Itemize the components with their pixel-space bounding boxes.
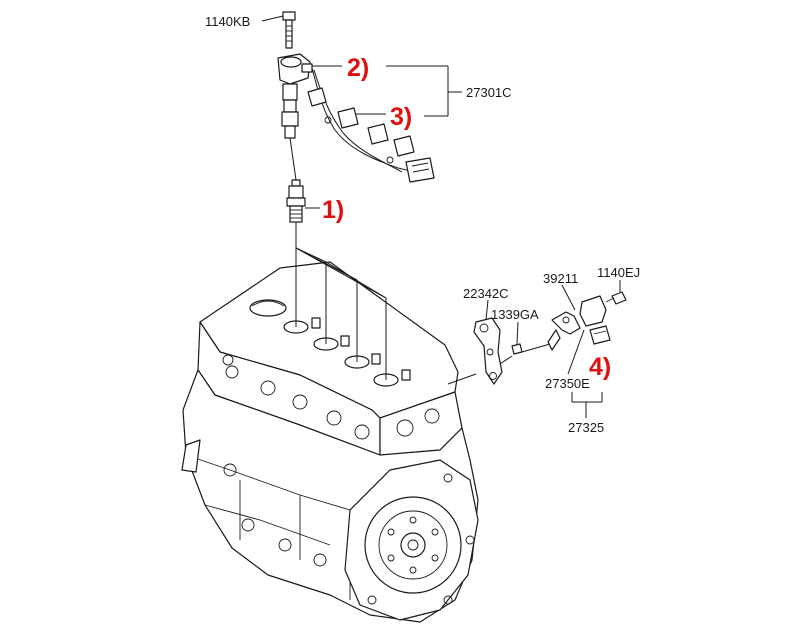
- label-leaders: [261, 15, 621, 418]
- part-number-labels: 1140KB 27301C 22342C 1339GA 39211 1140EJ…: [205, 14, 640, 435]
- part-label-nut: 1339GA: [491, 307, 539, 322]
- callout-ignition-coil: 2): [347, 54, 369, 82]
- sensor-assembly-drawing: [447, 291, 627, 385]
- callout-sensor-connector: 4): [589, 353, 611, 381]
- part-label-sensor: 27350E: [545, 376, 590, 391]
- part-label-bolt-top: 1140KB: [205, 14, 250, 29]
- plug-leader-lines: [295, 232, 387, 380]
- ignition-coil-drawing: [277, 11, 313, 181]
- part-label-bracket-left: 22342C: [463, 286, 509, 301]
- part-label-coil-assembly: 27301C: [466, 85, 512, 100]
- callouts: 2) 3) 1) 4): [322, 54, 611, 381]
- part-label-bolt-right: 1140EJ: [597, 265, 640, 280]
- part-label-sensor-assembly: 27325: [568, 420, 604, 435]
- spark-plug-drawing: [286, 179, 306, 232]
- part-label-sensor-bracket: 39211: [543, 271, 578, 286]
- callout-coil-harness: 3): [390, 103, 412, 131]
- engine-block-drawing: [181, 261, 479, 623]
- coil-harness-drawing: [307, 67, 435, 183]
- callout-spark-plug: 1): [322, 196, 344, 224]
